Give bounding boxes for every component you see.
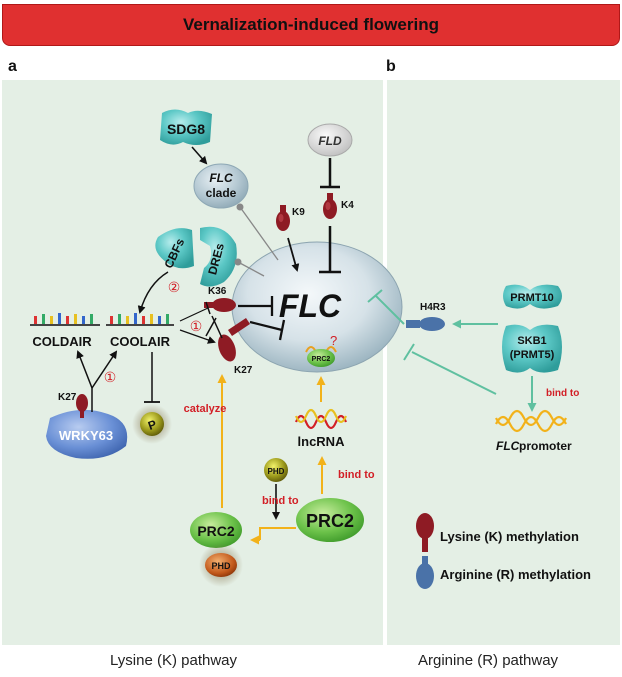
prc2-large-label: PRC2 bbox=[306, 511, 354, 531]
page-title: Vernalization-induced flowering bbox=[183, 15, 439, 34]
flc-clade-node bbox=[193, 163, 249, 209]
lncrna-strand bbox=[294, 414, 348, 430]
skb1-protein bbox=[502, 324, 562, 373]
dres-element bbox=[200, 226, 237, 287]
k36-label: K36 bbox=[208, 286, 227, 297]
cbfs-to-coolair-arrow bbox=[137, 271, 169, 314]
phd-bound-label: PHD bbox=[211, 561, 231, 571]
prc2-to-complex-line bbox=[259, 527, 296, 540]
promoter-inhibit-bar bbox=[403, 343, 415, 361]
panel-b-letter: b bbox=[386, 58, 396, 75]
fld-label: FLD bbox=[318, 134, 342, 148]
k27-inhibit-bar bbox=[278, 319, 286, 341]
cbfs-protein bbox=[155, 228, 194, 269]
sdg8-to-flc-clade-arrow bbox=[191, 146, 208, 165]
skb1-label-line1: SKB1 bbox=[517, 335, 546, 347]
wrky63-label: WRKY63 bbox=[59, 428, 113, 443]
dres-connector bbox=[237, 261, 265, 277]
k27-wrky-label: K27 bbox=[58, 392, 77, 403]
lncrna-label: lncRNA bbox=[298, 434, 346, 449]
legend-lysine-label: Lysine (K) methylation bbox=[440, 529, 579, 544]
panel-a-letter: a bbox=[8, 58, 17, 75]
k27-inhibit-line bbox=[249, 320, 283, 332]
k27-mark-flc bbox=[218, 318, 250, 362]
legend-lysine-mark bbox=[416, 513, 434, 552]
coolair-to-k36-inhibit bbox=[179, 307, 209, 322]
bind-to-lncrna-label: bind to bbox=[338, 469, 375, 481]
prc2-large bbox=[296, 498, 364, 542]
prc2-in-nucleus-label: PRC2 bbox=[312, 356, 331, 363]
coolair-label: COOLAIR bbox=[110, 334, 171, 349]
panel-a-footer: Lysine (K) pathway bbox=[110, 652, 238, 669]
p-protein bbox=[140, 412, 164, 436]
sdg8-protein bbox=[160, 109, 212, 145]
phd-free-label: PHD bbox=[268, 467, 285, 476]
coolair-to-k27-arrow bbox=[179, 329, 216, 344]
coolair-rna bbox=[106, 313, 174, 326]
k27-mark-wrky63 bbox=[76, 394, 88, 418]
flc-promoter-dna2 bbox=[495, 409, 567, 427]
question-mark: ? bbox=[330, 333, 337, 348]
prmt10-protein bbox=[503, 284, 562, 309]
legend-arginine-mark bbox=[416, 556, 434, 589]
coldair-label: COLDAIR bbox=[32, 334, 92, 349]
step2-marker: ② bbox=[168, 279, 181, 295]
wrky63-protein bbox=[46, 409, 128, 459]
flc-clade-connector bbox=[239, 206, 279, 261]
flc-promoter-label-rest: promoter bbox=[519, 439, 572, 453]
h4r3-inhibit-line bbox=[375, 295, 405, 325]
legend-arginine-label: Arginine (R) methylation bbox=[440, 567, 591, 582]
skb1-label-line2: (PRMT5) bbox=[510, 349, 555, 361]
fld-protein bbox=[307, 123, 353, 157]
bind-to-skb1-label: bind to bbox=[546, 388, 579, 399]
step1-marker-top: ① bbox=[190, 318, 203, 334]
prc2-bound-label: PRC2 bbox=[197, 523, 235, 539]
k27-flc-label: K27 bbox=[234, 365, 253, 376]
k9-arrow bbox=[287, 237, 300, 272]
h4r3-label: H4R3 bbox=[420, 302, 446, 313]
flc-clade-label-line2: clade bbox=[206, 186, 237, 200]
k9-label: K9 bbox=[292, 207, 305, 218]
phd-bound bbox=[205, 553, 237, 577]
panel-b-background bbox=[387, 80, 620, 645]
k36-k27-crossbar bbox=[211, 315, 223, 339]
phd-free bbox=[264, 458, 288, 482]
flc-gene-label: FLC bbox=[279, 288, 342, 324]
prmt10-label: PRMT10 bbox=[510, 292, 553, 304]
panel-b-footer: Arginine (R) pathway bbox=[418, 652, 559, 669]
prc2-bound bbox=[190, 512, 242, 548]
title-banner: Vernalization-induced flowering bbox=[2, 4, 620, 46]
h4r3-inhibit-bar bbox=[367, 289, 383, 303]
catalyze-label: catalyze bbox=[184, 403, 227, 415]
coolair-k36-bar bbox=[205, 301, 211, 315]
coldair-rna bbox=[30, 313, 100, 326]
connector-dot bbox=[234, 258, 242, 266]
k36-k27-crossbar2 bbox=[205, 317, 217, 337]
wrky63-to-coolair-arrow bbox=[91, 350, 118, 389]
bind-to-phd-label: bind to bbox=[262, 495, 299, 507]
lncrna-strand2 bbox=[294, 408, 348, 424]
sdg8-label: SDG8 bbox=[167, 121, 205, 137]
prc2-in-nucleus bbox=[307, 349, 335, 367]
promoter-inhibit-line bbox=[411, 351, 497, 395]
h4r3-mark bbox=[406, 317, 445, 331]
k4-label: K4 bbox=[341, 200, 354, 211]
connector-dot bbox=[236, 203, 244, 211]
step1-marker-bottom: ① bbox=[104, 369, 117, 385]
flc-promoter-label-gene: FLC bbox=[496, 439, 520, 453]
flc-clade-label-line1: FLC bbox=[209, 171, 233, 185]
